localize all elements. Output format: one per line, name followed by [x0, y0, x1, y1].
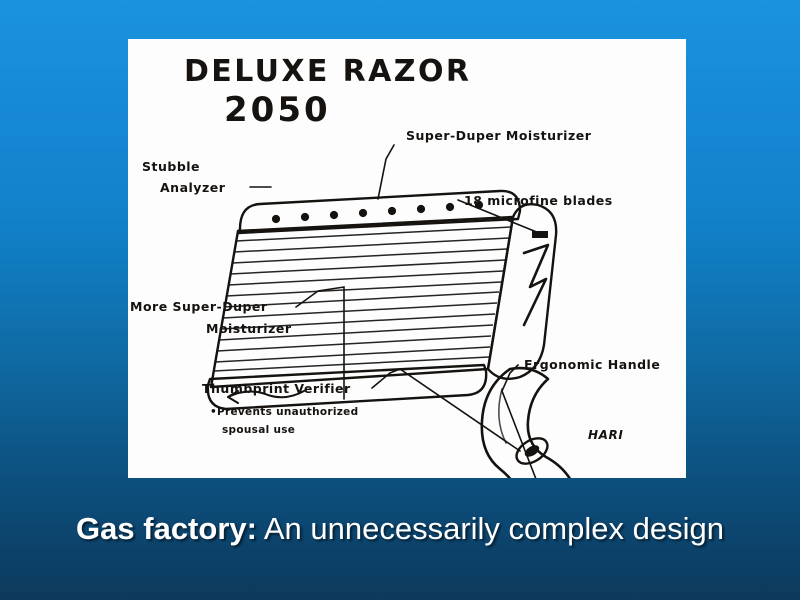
- cartoon-image-panel: DELUXE RAZOR 2050: [128, 39, 686, 478]
- label-thumbprint-verifier: Thumbprint Verifier: [202, 381, 351, 396]
- razor-handle-body: [480, 366, 571, 478]
- thumbprint-verifier-pad: [515, 437, 549, 465]
- handle-highlight-upper: [498, 388, 507, 444]
- stubble-analyzer-sensor-dots: [271, 200, 484, 224]
- razor-bottom-moisturizer-bar: [206, 363, 488, 411]
- label-stubble-analyzer-line1: Stubble: [142, 159, 200, 174]
- caption-rest-text: An unnecessarily complex design: [256, 511, 724, 546]
- label-thumbprint-sub-line2: spousal use: [222, 424, 295, 436]
- label-more-super-duper-line2: Moisturizer: [206, 321, 292, 336]
- razor-head: [206, 189, 558, 411]
- label-thumbprint-sub-line1: •Prevents unauthorized: [210, 406, 358, 418]
- slide-caption: Gas factory: An unnecessarily complex de…: [0, 511, 800, 547]
- leader-thumbprint-verifier: [371, 368, 521, 452]
- razor-bottom-bar-arrow: [227, 390, 239, 404]
- thumbprint-verifier-pad-center: [524, 445, 540, 457]
- leader-ergonomic-handle: [501, 364, 537, 478]
- cartoonist-signature: HARI: [588, 428, 623, 442]
- cartoon-title-line2: 2050: [224, 90, 331, 130]
- label-stubble-analyzer-line2: Analyzer: [160, 180, 226, 195]
- cartoon-title-line1: DELUXE RAZOR: [184, 54, 471, 89]
- leader-more-super-duper: [295, 286, 345, 400]
- label-more-super-duper-line1: More Super-Duper: [130, 299, 268, 314]
- razor-bottom-bar-squiggle: [227, 390, 305, 399]
- leader-microfine-blades: [457, 199, 545, 236]
- caption-lead-text: Gas factory:: [76, 511, 257, 546]
- label-microfine-blades: 18 microfine blades: [464, 193, 613, 208]
- razor-cartoon-drawing: DELUXE RAZOR 2050: [130, 54, 660, 478]
- razor-side-block: [486, 203, 558, 380]
- razor-blade-lines: [213, 226, 512, 372]
- razor-side-zigzag-detail: [522, 243, 550, 327]
- razor-handle: [480, 366, 571, 478]
- label-ergonomic-handle: Ergonomic Handle: [524, 357, 660, 372]
- razor-top-moisturizer-bar: [236, 189, 522, 235]
- razor-side-dark-chip: [532, 231, 548, 238]
- leader-super-duper-moisturizer: [377, 144, 395, 200]
- label-super-duper-moisturizer: Super-Duper Moisturizer: [406, 128, 592, 143]
